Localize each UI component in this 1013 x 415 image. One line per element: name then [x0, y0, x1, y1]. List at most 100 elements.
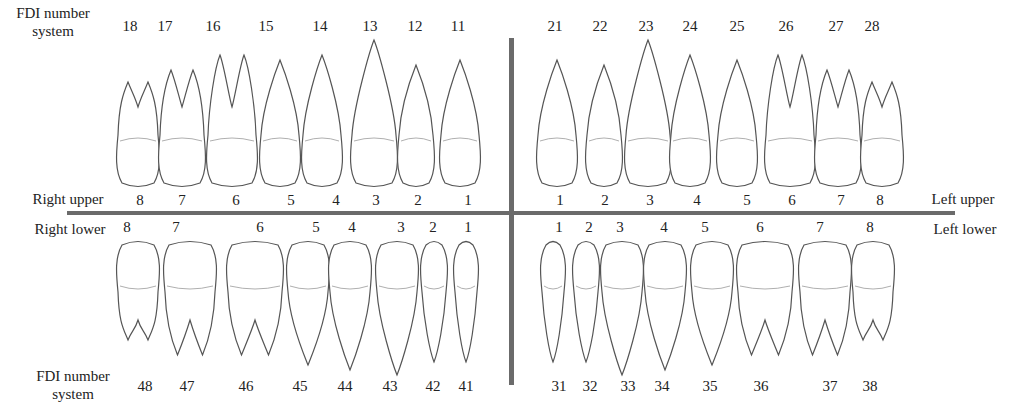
tooth-neck-line — [544, 286, 562, 289]
tooth-number: 33 — [621, 379, 636, 394]
tooth-outline — [815, 70, 862, 187]
quadrant-label: Left upper — [932, 192, 995, 207]
tooth-neck-line — [457, 286, 475, 289]
tooth-neck-line — [604, 286, 640, 289]
quadrant-number: 5 — [743, 193, 751, 208]
tooth-outline — [737, 242, 794, 356]
quadrant-number: 3 — [397, 220, 405, 235]
tooth-outline — [287, 242, 330, 366]
tooth-number: 17 — [158, 19, 173, 34]
tooth-number: 18 — [123, 19, 138, 34]
tooth-number: 46 — [239, 379, 254, 394]
tooth-outline — [799, 242, 852, 356]
quadrant-number: 1 — [464, 193, 472, 208]
quadrant-number: 4 — [693, 193, 701, 208]
tooth-neck-line — [589, 138, 619, 141]
tooth-outline — [601, 242, 644, 376]
quadrant-number: 6 — [756, 220, 764, 235]
tooth-outline — [376, 242, 419, 376]
tooth-number: 41 — [459, 379, 474, 394]
tooth-outline — [454, 242, 479, 363]
tooth-neck-line — [673, 138, 707, 141]
tooth-neck-line — [379, 286, 415, 289]
tooth-number: 26 — [779, 19, 794, 34]
tooth-outline — [586, 65, 623, 187]
quadrant-label: Left lower — [934, 222, 997, 237]
tooth-outline — [644, 242, 687, 371]
quadrant-number: 2 — [414, 193, 422, 208]
quadrant-number: 8 — [136, 193, 144, 208]
fdi-caption: FDI number system — [23, 367, 123, 403]
tooth-neck-line — [540, 138, 574, 141]
tooth-number: 28 — [865, 19, 880, 34]
quadrant-number: 3 — [616, 220, 624, 235]
tooth-number: 32 — [583, 379, 598, 394]
tooth-neck-line — [628, 138, 668, 141]
tooth-neck-line — [647, 286, 683, 289]
tooth-number: 24 — [683, 19, 698, 34]
tooth-number: 14 — [313, 19, 328, 34]
tooth-number: 11 — [451, 19, 465, 34]
tooth-number: 13 — [363, 19, 378, 34]
tooth-neck-line — [210, 138, 254, 141]
tooth-number: 42 — [426, 379, 441, 394]
quadrant-number: 1 — [555, 220, 563, 235]
tooth-number: 23 — [639, 19, 654, 34]
tooth-number: 21 — [548, 19, 563, 34]
tooth-number: 35 — [703, 379, 718, 394]
quadrant-number: 4 — [348, 220, 356, 235]
tooth-neck-line — [740, 286, 790, 289]
quadrant-number: 7 — [837, 193, 845, 208]
quadrant-number: 6 — [788, 193, 796, 208]
tooth-neck-line — [720, 138, 754, 141]
tooth-neck-line — [354, 138, 394, 141]
tooth-neck-line — [305, 138, 339, 141]
tooth-outline — [573, 242, 600, 363]
quadrant-number: 4 — [332, 193, 340, 208]
tooth-outline — [329, 242, 372, 371]
tooth-number: 22 — [593, 19, 608, 34]
tooth-neck-line — [167, 286, 213, 289]
tooth-neck-line — [290, 286, 326, 289]
tooth-neck-line — [818, 138, 858, 141]
tooth-outline — [227, 242, 284, 356]
quadrant-number: 2 — [585, 220, 593, 235]
tooth-number: 47 — [180, 379, 195, 394]
quadrant-number: 3 — [372, 193, 380, 208]
tooth-neck-line — [443, 138, 477, 141]
tooth-number: 27 — [829, 19, 844, 34]
quadrant-number: 2 — [429, 220, 437, 235]
tooth-neck-line — [576, 286, 596, 289]
tooth-neck-line — [120, 138, 156, 141]
tooth-neck-line — [162, 138, 202, 141]
quadrant-number: 7 — [172, 220, 180, 235]
tooth-outline — [260, 60, 301, 187]
tooth-outline — [765, 55, 816, 187]
tooth-number: 31 — [552, 379, 567, 394]
tooth-neck-line — [424, 286, 444, 289]
tooth-number: 16 — [206, 19, 221, 34]
tooth-number: 25 — [730, 19, 745, 34]
tooth-number: 45 — [293, 379, 308, 394]
tooth-neck-line — [230, 286, 280, 289]
tooth-outline — [541, 242, 566, 363]
tooth-outline — [302, 55, 343, 187]
vertical-divider — [509, 38, 514, 385]
tooth-outline — [440, 60, 481, 187]
quadrant-number: 1 — [556, 193, 564, 208]
tooth-neck-line — [802, 286, 848, 289]
tooth-outline — [207, 55, 258, 187]
quadrant-number: 7 — [178, 193, 186, 208]
quadrant-number: 7 — [816, 220, 824, 235]
tooth-number: 43 — [383, 379, 398, 394]
tooth-outline — [164, 242, 217, 356]
quadrant-number: 5 — [701, 220, 709, 235]
quadrant-label: Right lower — [34, 222, 105, 237]
tooth-outline — [398, 65, 435, 187]
quadrant-number: 1 — [464, 220, 472, 235]
tooth-outline — [537, 60, 578, 187]
tooth-neck-line — [263, 138, 297, 141]
tooth-outline — [117, 242, 160, 341]
quadrant-number: 5 — [287, 193, 295, 208]
